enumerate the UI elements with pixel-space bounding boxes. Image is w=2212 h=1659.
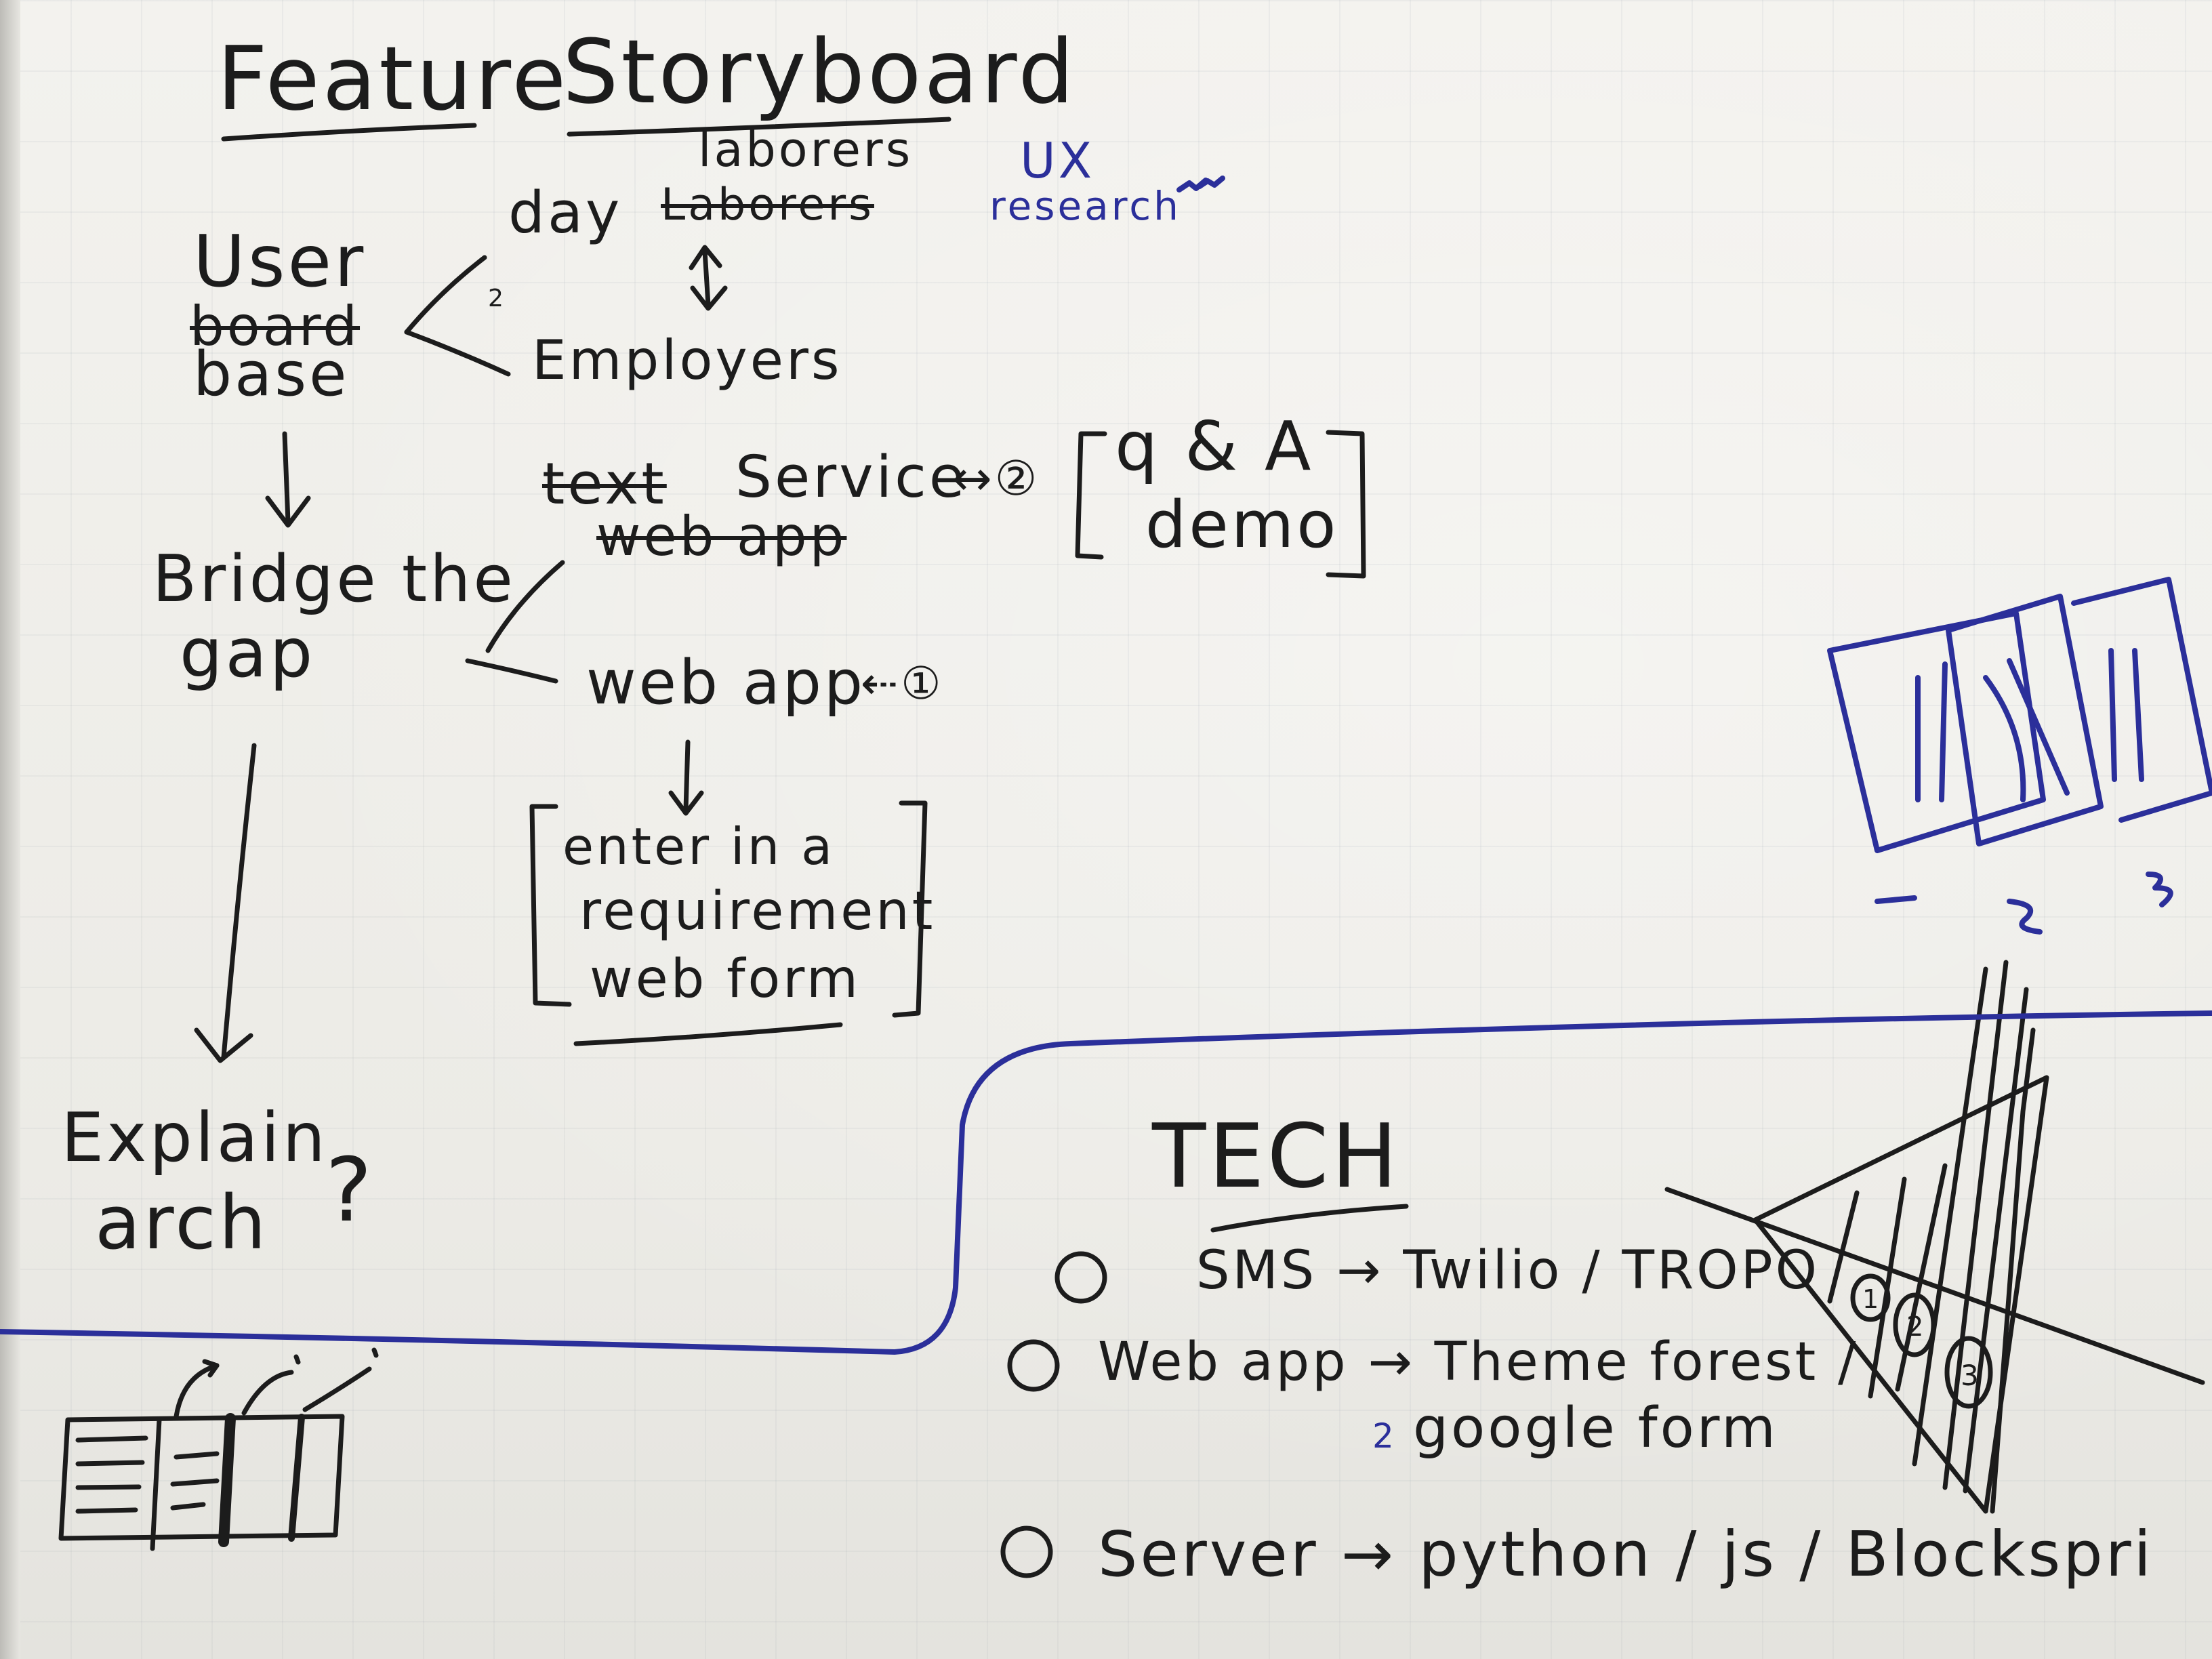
updown-arrow bbox=[689, 245, 728, 311]
panel-sketches bbox=[1827, 577, 2212, 935]
label-qa: q & A bbox=[1115, 407, 1314, 486]
tech-item-1: SMS → Twilio / TROPO bbox=[1196, 1240, 1820, 1301]
label-question: ? bbox=[325, 1139, 375, 1242]
label-gap: gap bbox=[180, 613, 316, 693]
tech-underline bbox=[1210, 1204, 1409, 1233]
tech-circle-3 bbox=[1000, 1525, 1053, 1578]
label-webapp: web app bbox=[586, 647, 866, 718]
cone-label-2: 2 bbox=[1906, 1311, 1927, 1343]
research-check bbox=[1176, 176, 1225, 192]
title-storyboard: Storyboard bbox=[562, 20, 1077, 123]
label-service-num: ↔② bbox=[952, 451, 1040, 506]
label-user: User bbox=[193, 220, 367, 303]
label-base: base bbox=[193, 339, 350, 410]
label-ux: UX bbox=[1020, 132, 1095, 189]
tech-circle-1 bbox=[1054, 1251, 1107, 1304]
branch-to-text bbox=[485, 560, 565, 653]
label-requirement: requirement bbox=[579, 881, 936, 942]
enter-underline bbox=[573, 1022, 843, 1046]
label-web-form: web form bbox=[590, 949, 861, 1010]
cone-label-1: 1 bbox=[1862, 1284, 1882, 1314]
divider-curve bbox=[0, 1010, 2212, 1355]
label-explain: Explain bbox=[61, 1098, 329, 1177]
label-arch: arch bbox=[95, 1179, 269, 1266]
label-service: Service bbox=[735, 444, 968, 511]
qa-bracket-left bbox=[1075, 431, 1107, 560]
label-bridge-the: Bridge the bbox=[152, 542, 516, 617]
table-sketch bbox=[58, 1347, 379, 1551]
title-underline-right bbox=[567, 117, 951, 137]
label-enter: enter in a bbox=[562, 817, 836, 876]
tech-item-2: Web app → Theme forest / bbox=[1098, 1332, 1859, 1393]
branch-to-day bbox=[404, 255, 487, 335]
arrow-down-3 bbox=[194, 743, 257, 1063]
label-two-small: 2 bbox=[488, 285, 506, 312]
tech-circle-2 bbox=[1007, 1339, 1060, 1392]
label-webapp-num: ⇠① bbox=[861, 657, 944, 710]
branch-to-webapp bbox=[465, 658, 558, 684]
label-employers: Employers bbox=[532, 329, 842, 392]
title-underline-left bbox=[221, 123, 477, 142]
label-text-struck: text bbox=[542, 451, 667, 518]
tech-heading: TECH bbox=[1152, 1105, 1401, 1208]
label-day: day bbox=[508, 180, 623, 247]
label-board-struck: board bbox=[190, 295, 361, 358]
cone-label-3: 3 bbox=[1961, 1359, 1982, 1392]
paper-edge bbox=[0, 0, 20, 1659]
label-laborers: laborers bbox=[698, 122, 914, 178]
label-research: research bbox=[989, 183, 1181, 229]
arrow-down-1 bbox=[265, 431, 311, 528]
label-laborers-struck: Laborers bbox=[661, 180, 874, 230]
enter-bracket-left bbox=[529, 804, 572, 1007]
cone-sketch bbox=[1664, 960, 2205, 1514]
enter-bracket-right bbox=[892, 800, 928, 1018]
qa-bracket-right bbox=[1326, 430, 1366, 579]
tech-item-3: Server → python / js / Blockspri bbox=[1098, 1518, 2154, 1591]
tech-item-2-cont: google form bbox=[1413, 1396, 1778, 1460]
arrow-down-2 bbox=[668, 739, 704, 816]
branch-to-employers bbox=[404, 329, 511, 377]
title-feature: Feature bbox=[217, 27, 569, 130]
tech-item-2-small: 2 bbox=[1372, 1416, 1397, 1456]
label-demo: demo bbox=[1145, 488, 1339, 562]
label-webapp-struck: web app bbox=[596, 505, 847, 568]
